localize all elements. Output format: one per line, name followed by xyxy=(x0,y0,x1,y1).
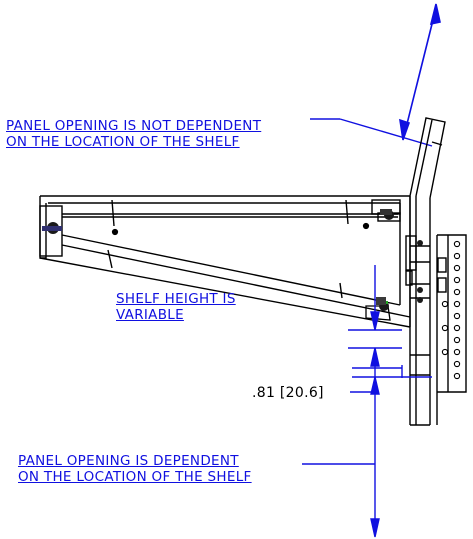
top-panel-arrow xyxy=(399,3,441,141)
note-shelf-height-line1: SHELF HEIGHT IS xyxy=(116,291,236,307)
upright-rivets xyxy=(417,240,423,303)
bottom-bracket-icon xyxy=(365,297,391,321)
note-panel-not-dependent-line1: PANEL OPENING IS NOT DEPENDENT xyxy=(6,118,262,134)
note-panel-not-dependent-line2: ON THE LOCATION OF THE SHELF xyxy=(6,134,240,150)
panel-upright xyxy=(405,117,467,426)
note-panel-dependent-line1: PANEL OPENING IS DEPENDENT xyxy=(18,453,239,469)
dimension-label: .81 [20.6] xyxy=(252,385,324,401)
top-note-leader xyxy=(310,118,433,147)
shelf-body xyxy=(39,195,411,328)
shelf-height-dimension xyxy=(348,265,403,393)
bracket-slot-holes xyxy=(441,240,461,380)
note-panel-dependent-line2: ON THE LOCATION OF THE SHELF xyxy=(18,469,252,485)
note-shelf-height-line2: VARIABLE xyxy=(116,307,184,323)
left-fastener-icon xyxy=(42,222,62,234)
right-fastener-icon xyxy=(380,209,394,220)
bottom-panel-arrow xyxy=(302,367,432,538)
